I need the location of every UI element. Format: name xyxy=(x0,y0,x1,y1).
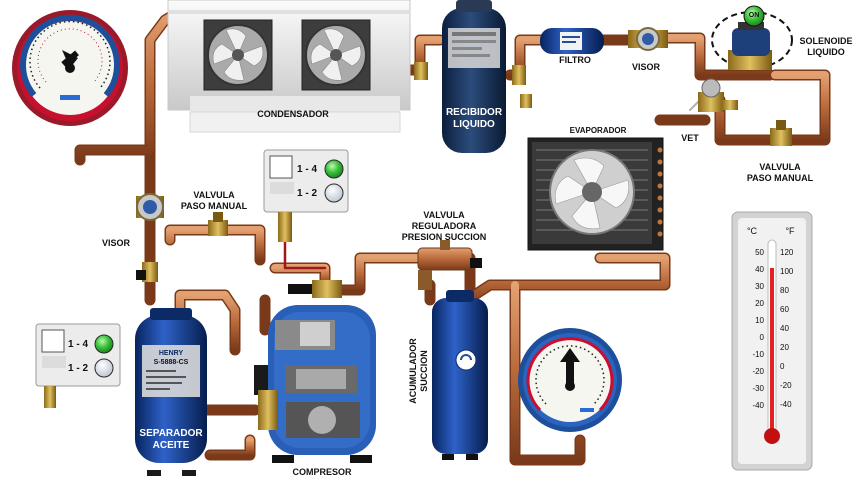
manual-valve-left-label-2: PASO MANUAL xyxy=(172,201,256,211)
suction-accumulator xyxy=(432,290,488,460)
solenoid-on-label: ON xyxy=(745,11,763,21)
condenser-fan-left xyxy=(204,20,272,90)
evaporator-label: EVAPORADOR xyxy=(548,126,648,136)
thermometer-c-tick: 20 xyxy=(742,299,764,309)
thermometer-c-tick: 0 xyxy=(742,333,764,343)
condenser-fan-right xyxy=(302,20,370,90)
accumulator-label-2: SUCCION xyxy=(419,331,429,411)
condenser-label: CONDENSADOR xyxy=(243,109,343,119)
compressor xyxy=(254,305,376,463)
thermostatic-expansion-valve xyxy=(698,79,738,112)
thermometer-f-tick: -40 xyxy=(780,400,802,410)
thermometer-f-tick: 40 xyxy=(780,324,802,334)
manual-valve-right xyxy=(770,120,792,146)
evaporator xyxy=(528,138,663,250)
solenoid-label-1: SOLENOIDE xyxy=(796,36,856,46)
thermometer-c-tick: 30 xyxy=(742,282,764,292)
thermometer-c-tick: -40 xyxy=(742,401,764,411)
sight-glass-top-label: VISOR xyxy=(624,62,668,72)
filter-label: FILTRO xyxy=(552,55,598,65)
receiver-label-2: LIQUIDO xyxy=(444,119,504,131)
switch-left-label-2: 1 - 2 xyxy=(68,363,88,374)
manual-valve-left-label-1: VALVULA xyxy=(172,190,256,200)
separator-brand: HENRY xyxy=(146,350,196,358)
thermometer-f-tick: 0 xyxy=(780,362,802,372)
thermometer-unit-f: °F xyxy=(782,226,798,236)
thermometer-c-tick: -30 xyxy=(742,384,764,394)
txv-label: VET xyxy=(677,133,703,143)
manual-valve-right-label-1: VALVULA xyxy=(742,162,818,172)
sight-glass-left-label: VISOR xyxy=(96,238,136,248)
switch-left-label-1: 1 - 4 xyxy=(68,339,88,350)
thermometer-f-tick: -20 xyxy=(780,381,802,391)
solenoid-label-2: LIQUIDO xyxy=(796,47,856,57)
thermometer-f-tick: 80 xyxy=(780,286,802,296)
accumulator-label-1: ACUMULADOR xyxy=(408,331,418,411)
compressor-label: COMPRESOR xyxy=(276,467,368,477)
manual-valve-left xyxy=(208,212,228,236)
thermometer-f-tick: 20 xyxy=(780,343,802,353)
thermometer-c-tick: 50 xyxy=(742,248,764,258)
regulator-label-3: PRESION SUCCION xyxy=(392,232,496,242)
thermometer-unit-c: °C xyxy=(744,226,760,236)
thermometer-f-tick: 100 xyxy=(780,267,802,277)
thermometer-c-tick: 40 xyxy=(742,265,764,275)
sight-glass-left xyxy=(136,194,164,220)
thermometer-f-tick: 60 xyxy=(780,305,802,315)
separator-model: S-5888-CS xyxy=(146,359,196,367)
thermometer-c-tick: 10 xyxy=(742,316,764,326)
regulator-label-2: REGULADORA xyxy=(392,221,496,231)
manual-valve-right-label-2: PASO MANUAL xyxy=(742,173,818,183)
high-pressure-gauge xyxy=(12,10,128,126)
regulator-label-1: VALVULA xyxy=(392,210,496,220)
separator-label-2: ACEITE xyxy=(135,440,207,452)
receiver-label-1: RECIBIDOR xyxy=(444,107,504,119)
separator-label-1: SEPARADOR xyxy=(135,428,207,440)
switch-top-label-1: 1 - 4 xyxy=(297,164,317,175)
suction-pressure-regulator xyxy=(418,240,472,290)
thermometer-f-tick: 120 xyxy=(780,248,802,258)
thermometer-c-tick: -10 xyxy=(742,350,764,360)
switch-top-label-2: 1 - 2 xyxy=(297,188,317,199)
low-pressure-gauge xyxy=(518,328,622,432)
sight-glass-top xyxy=(628,28,668,50)
thermometer-c-tick: -20 xyxy=(742,367,764,377)
filter-drier xyxy=(540,28,604,54)
